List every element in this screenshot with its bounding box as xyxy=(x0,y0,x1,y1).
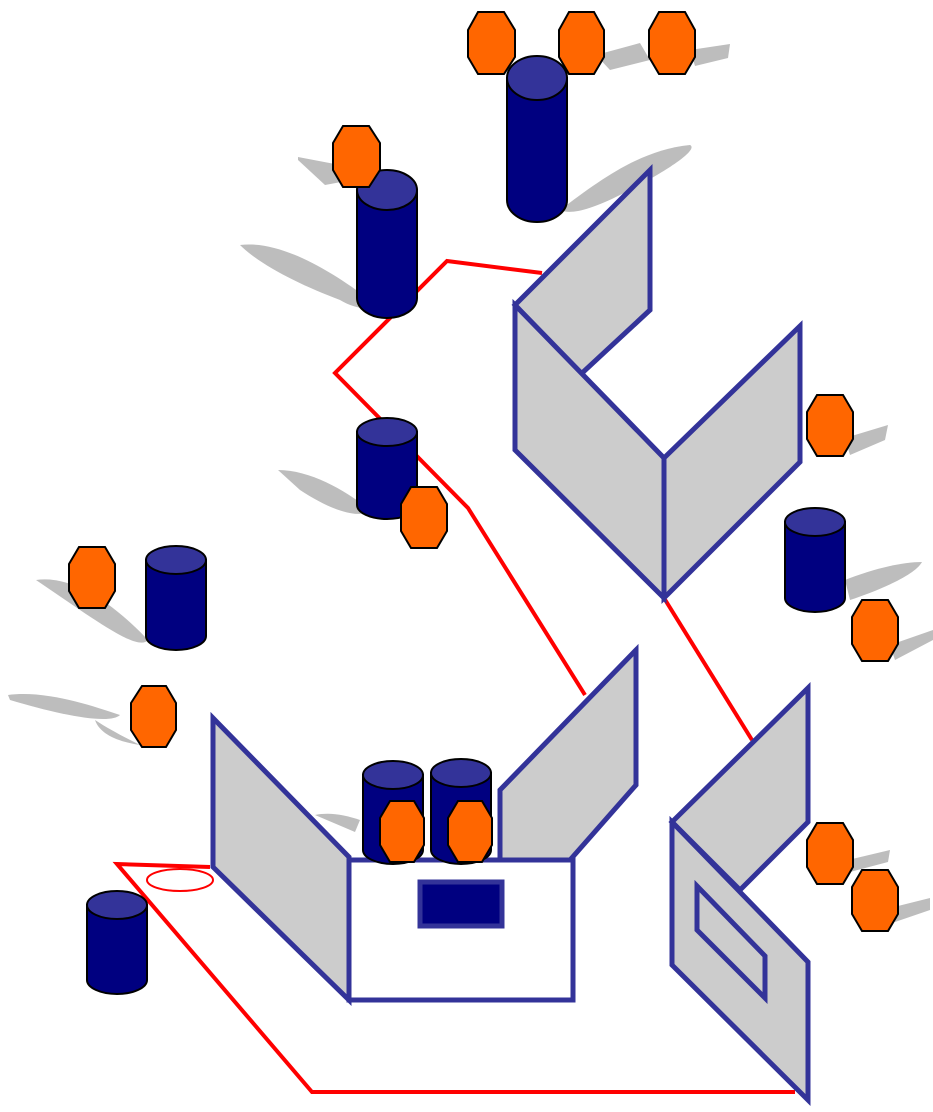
octagon-stop-sign-icon xyxy=(400,486,448,549)
shadow xyxy=(560,145,692,212)
octagon-stop-sign-icon xyxy=(806,822,854,885)
shadow xyxy=(36,579,148,643)
wall-panel-lower-middle xyxy=(497,643,639,863)
shadow xyxy=(845,562,922,600)
wall-panel xyxy=(210,711,352,1006)
wall-panel xyxy=(661,320,803,605)
octagon-stop-sign-icon xyxy=(648,11,696,75)
octagon-stop-sign-icon xyxy=(851,599,899,662)
wall-panel-upper-right xyxy=(511,163,803,605)
cylinder-icon xyxy=(145,545,207,651)
wall-panel xyxy=(497,643,639,863)
shadow-layer xyxy=(8,43,933,922)
shadow xyxy=(8,694,120,720)
shadow xyxy=(690,44,730,66)
shadow xyxy=(596,43,650,70)
octagon-stop-sign-icon xyxy=(851,869,899,932)
octagon-stop-sign-icon xyxy=(130,685,177,748)
octagon-stop-sign-icon xyxy=(806,394,854,457)
wall-panel-lower-right xyxy=(668,682,811,1107)
building-lower-left xyxy=(146,711,576,1006)
shadow xyxy=(278,470,370,514)
route-layer xyxy=(112,258,795,1094)
red-ellipse-marker xyxy=(146,868,214,892)
shadow xyxy=(890,898,930,922)
cylinder-icon xyxy=(784,507,846,613)
octagon-stop-sign-icon xyxy=(558,11,605,75)
shadow xyxy=(890,630,933,660)
octagon-stop-sign-icon xyxy=(467,11,516,75)
window-opening xyxy=(694,879,768,1005)
octagon-stop-sign-icon xyxy=(68,546,116,609)
cylinder-icon xyxy=(506,55,568,223)
shadow xyxy=(240,244,373,309)
route-upper xyxy=(332,258,587,697)
octagon-stop-sign-icon xyxy=(379,800,425,863)
building-window xyxy=(417,879,505,929)
shadow xyxy=(315,813,360,832)
cylinder-icon xyxy=(86,890,148,995)
cylinder-icon xyxy=(356,169,418,319)
route-lower-loop xyxy=(112,861,795,1094)
route-right xyxy=(662,596,754,742)
shadow xyxy=(845,425,888,455)
octagon-stop-sign-icon xyxy=(447,800,493,863)
octagon-stop-sign-icon xyxy=(332,125,381,188)
wall-panel xyxy=(669,815,811,1107)
sign-layer xyxy=(68,11,899,932)
shadow xyxy=(848,850,890,872)
